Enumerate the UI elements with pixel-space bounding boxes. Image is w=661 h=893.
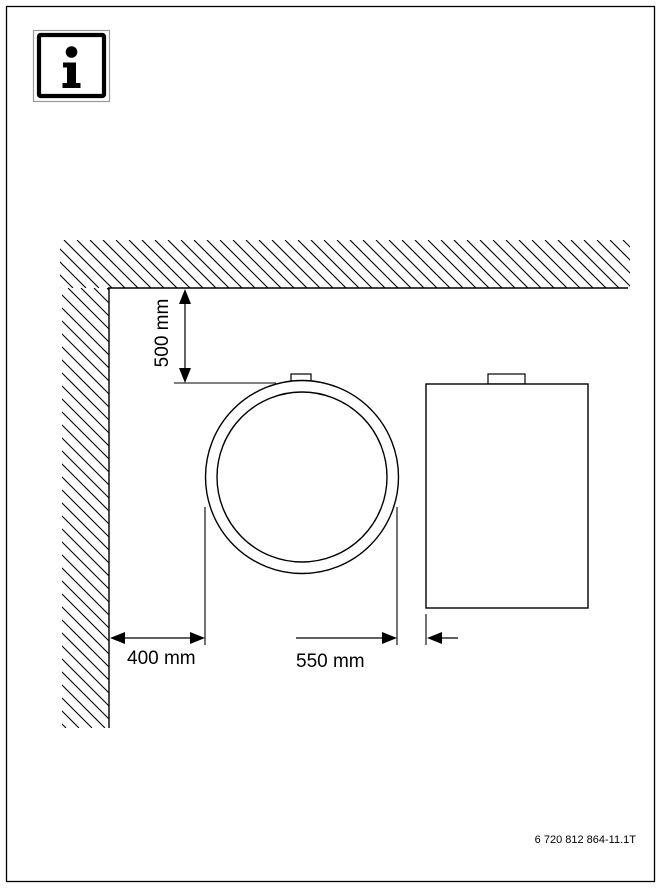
ceiling-wall xyxy=(60,240,630,289)
top-connector xyxy=(487,373,526,385)
figure-code: 6 720 812 864-11.1T xyxy=(535,834,637,846)
between-units-dimension xyxy=(296,507,458,645)
rectangular-appliance xyxy=(425,373,589,609)
round-appliance-top-view xyxy=(204,373,400,575)
side-clearance-label: 400 mm xyxy=(127,648,196,669)
top-clearance-label: 500 mm xyxy=(152,299,173,368)
figure-frame xyxy=(5,5,656,883)
between-units-label: 550 mm xyxy=(296,651,365,672)
info-icon xyxy=(32,29,111,103)
top-clearance-dimension xyxy=(174,289,276,384)
side-wall xyxy=(62,288,110,728)
side-clearance-dimension xyxy=(110,507,206,645)
